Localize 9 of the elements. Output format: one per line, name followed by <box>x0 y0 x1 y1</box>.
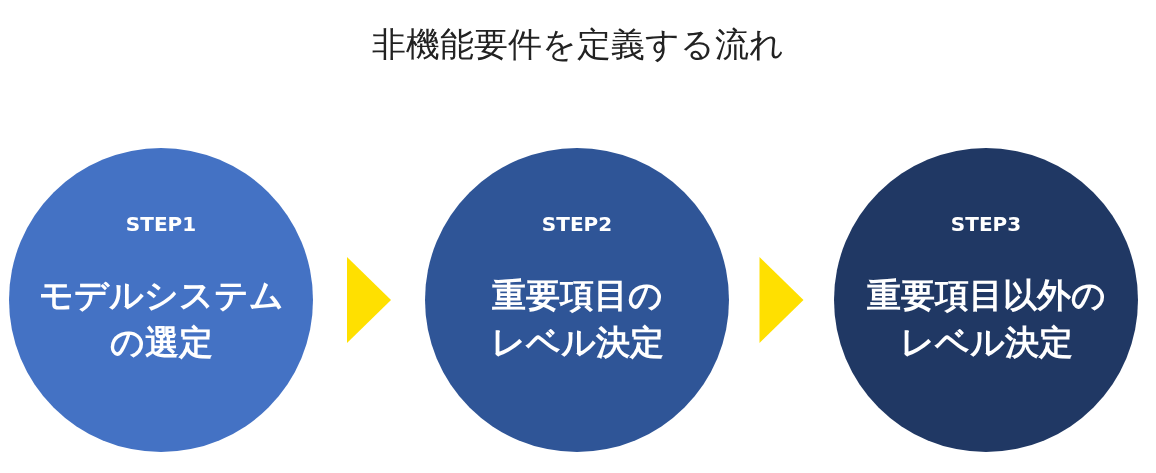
step-label: STEP1 <box>124 212 198 236</box>
step-title: 重要項目以外のレベル決定 <box>865 274 1107 364</box>
step-label: STEP3 <box>949 212 1023 236</box>
title: 非機能要件を定義する流れ <box>371 23 785 66</box>
step-label: STEP2 <box>540 212 614 236</box>
step-title: 重要項目のレベル決定 <box>489 274 665 364</box>
chevron-arrow <box>347 257 391 343</box>
chevron-arrow <box>759 257 804 343</box>
step-title: モデルシステムの選定 <box>37 274 285 364</box>
